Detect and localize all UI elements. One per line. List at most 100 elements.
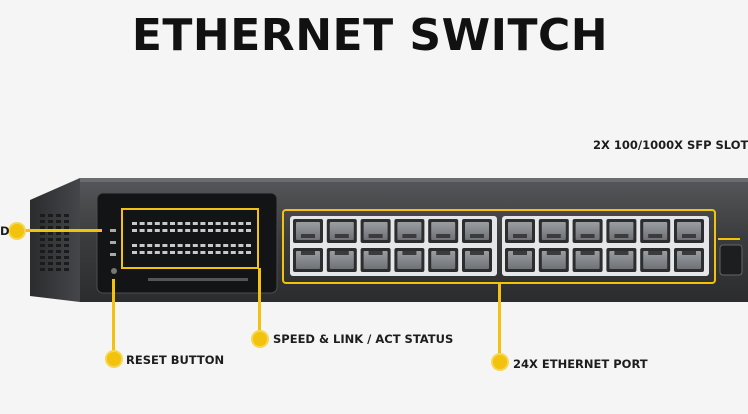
vent-slot [48,262,53,265]
port-latch [614,251,629,255]
vent-slot [48,268,53,271]
status-led [132,251,137,254]
led-mini [110,241,116,244]
status-led [200,222,206,225]
reset-label: RESET BUTTON [126,353,225,367]
ethernet-port [360,248,391,272]
port-jack [643,251,668,269]
vent-slot [56,244,61,247]
port-latch [648,251,663,255]
status-led [154,222,160,225]
reset-leader [112,279,115,357]
status-led [132,222,137,225]
vent-slot [56,214,61,217]
status-led [208,251,213,254]
vent-slot [40,256,45,259]
ethernet-port [640,248,671,272]
chassis-top-edge [80,178,748,182]
status-led [154,244,160,247]
status-led [192,251,198,254]
port-jack [397,251,422,269]
status-led [192,229,198,232]
status-led [230,251,236,254]
ethernet-port [293,219,323,243]
vent-slot [48,256,53,259]
status-led [162,222,168,225]
vent-slot [64,268,69,271]
ethernet-port [326,248,357,272]
status-led [162,251,168,254]
led-mini [110,253,116,256]
vent-slot [56,226,61,229]
port-latch [580,234,595,238]
ethernet-port [428,219,459,243]
status-led [170,222,175,225]
status-led [185,244,191,247]
status-led [215,244,221,247]
port-jack [508,251,532,269]
vent-slot [64,232,69,235]
port-latch [470,251,484,255]
status-led [177,244,183,247]
ethernet-port [505,248,535,272]
port-jack [363,251,388,269]
ports-label: 24X ETHERNET PORT [513,357,648,371]
ethernet-port [640,219,671,243]
status-led [223,251,229,254]
ethernet-port [394,219,425,243]
status-led [162,229,168,232]
ethernet-port [538,248,569,272]
ethernet-port [394,248,425,272]
port-latch [334,251,349,255]
port-latch [546,234,561,238]
port-latch [301,234,315,238]
status-led [208,222,213,225]
status-led [208,229,213,232]
vent-slot [56,238,61,241]
ethernet-port [674,219,704,243]
port-jack [329,251,354,269]
status-led [223,244,229,247]
port-jack [541,251,566,269]
status-led [132,229,137,232]
status-led [215,251,221,254]
status-led [154,229,160,232]
port-latch [546,251,561,255]
port-latch [334,234,349,238]
status-led [208,244,213,247]
sfp-slot [719,244,743,276]
vent-slot [56,220,61,223]
vent-slot [48,232,53,235]
status-led [246,222,251,225]
chassis-side [30,178,80,302]
vent-slot [56,268,61,271]
ports-callout-dot [493,355,507,369]
ethernet-port [572,219,603,243]
port-jack [431,251,456,269]
status-led [147,244,153,247]
status-led [185,222,191,225]
port-latch [436,234,451,238]
status-highlight [121,208,259,269]
vent-slot [64,226,69,229]
vent-slot [48,238,53,241]
vent-slot [56,250,61,253]
status-led [223,229,229,232]
vent-slot [48,214,53,217]
port-latch [682,251,696,255]
vent-slot [48,226,53,229]
status-label: SPEED & LINK / ACT STATUS [273,332,454,346]
port-jack [465,251,489,269]
vent-slot [40,262,45,265]
status-led [246,229,251,232]
status-led [238,229,244,232]
port-jack [609,251,634,269]
panel-slot [148,278,248,281]
port-latch [402,251,417,255]
ethernet-port [326,219,357,243]
status-led [185,229,191,232]
vent-slot [48,244,53,247]
vent-slot [64,238,69,241]
vent-slot [40,268,45,271]
